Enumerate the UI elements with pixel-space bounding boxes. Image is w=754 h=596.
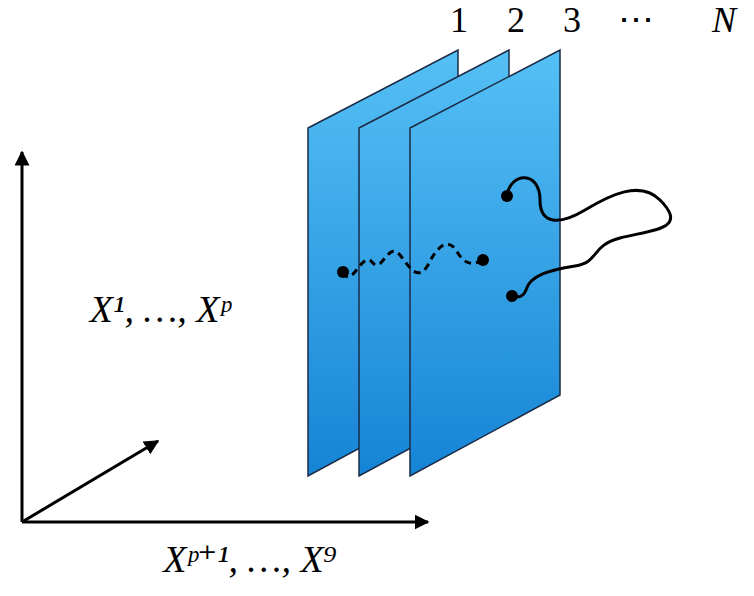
- brane-number: 2: [507, 2, 525, 38]
- depth-axis: [22, 441, 158, 522]
- endpoint-dot: [506, 290, 518, 302]
- endpoint-dot: [337, 266, 349, 278]
- axis-label: Xᵖ⁺¹, …, X⁹: [163, 540, 337, 578]
- horizontal-axis: [22, 521, 428, 524]
- open-string-between-branes: [343, 244, 483, 277]
- brane-number: 3: [563, 2, 581, 38]
- endpoint-dot: [477, 254, 489, 266]
- brane-number: 1: [450, 2, 468, 38]
- brane-count: N: [712, 2, 736, 38]
- axis-label: X¹, …, Xᵖ: [90, 290, 230, 328]
- brane-plane: [410, 50, 560, 476]
- brane-ellipsis: ⋯: [618, 2, 654, 38]
- strings: [343, 178, 671, 297]
- string-endpoints: [337, 190, 518, 302]
- open-string-on-brane: [507, 178, 671, 297]
- branes: [308, 50, 560, 476]
- endpoint-dot: [501, 190, 513, 202]
- vertical-axis: [21, 152, 24, 522]
